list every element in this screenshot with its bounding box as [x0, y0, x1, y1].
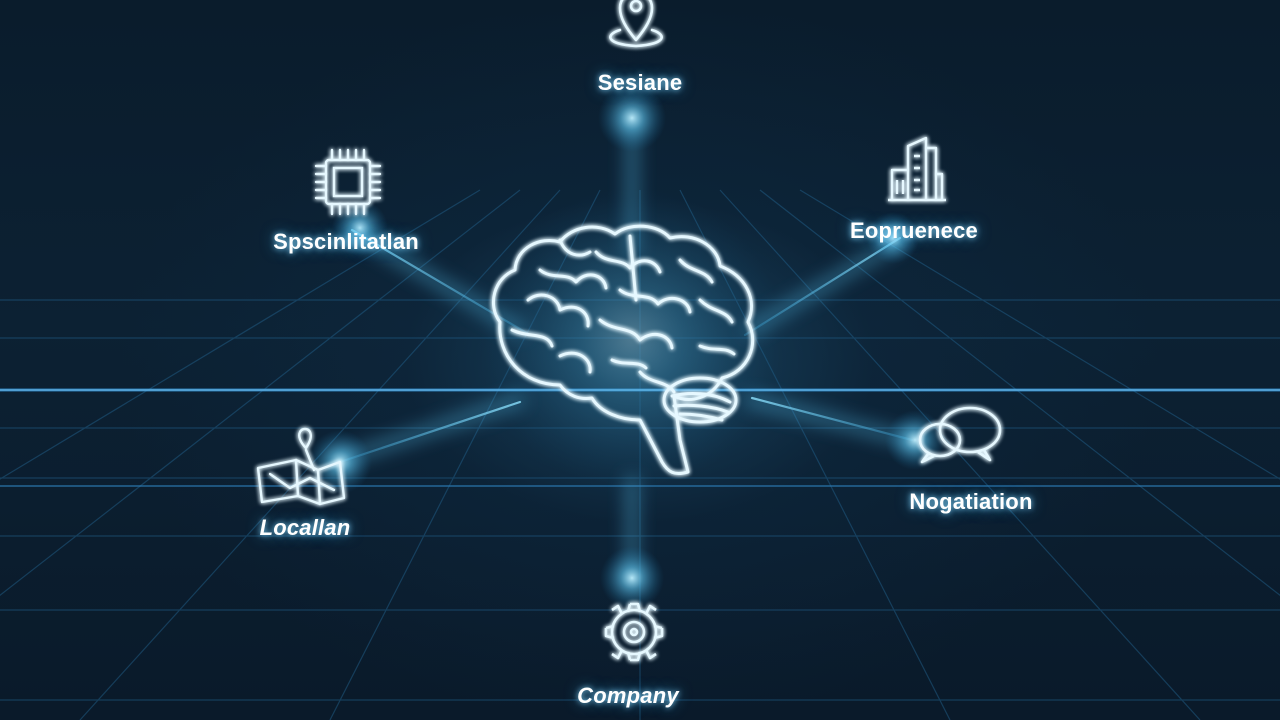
map-icon — [256, 427, 346, 506]
building-icon — [888, 136, 946, 202]
gear-icon — [604, 602, 664, 662]
node-label-upper-left: Spscinlitatlan — [273, 229, 419, 254]
chat-bubbles-icon — [918, 406, 1002, 464]
node-label-upper-right: Eopruenece — [850, 218, 978, 243]
ray-lower-right — [750, 396, 914, 442]
brain-icon — [491, 224, 755, 476]
glow-spots — [308, 84, 945, 610]
chip-icon — [314, 148, 382, 216]
node-label-top: Sesiane — [597, 70, 683, 95]
node-label-lower-right: Nogatiation — [909, 489, 1033, 514]
map-pin-icon — [609, 0, 663, 48]
node-label-bottom: Company — [577, 683, 679, 708]
node-label-lower-left: Locallan — [259, 515, 351, 540]
